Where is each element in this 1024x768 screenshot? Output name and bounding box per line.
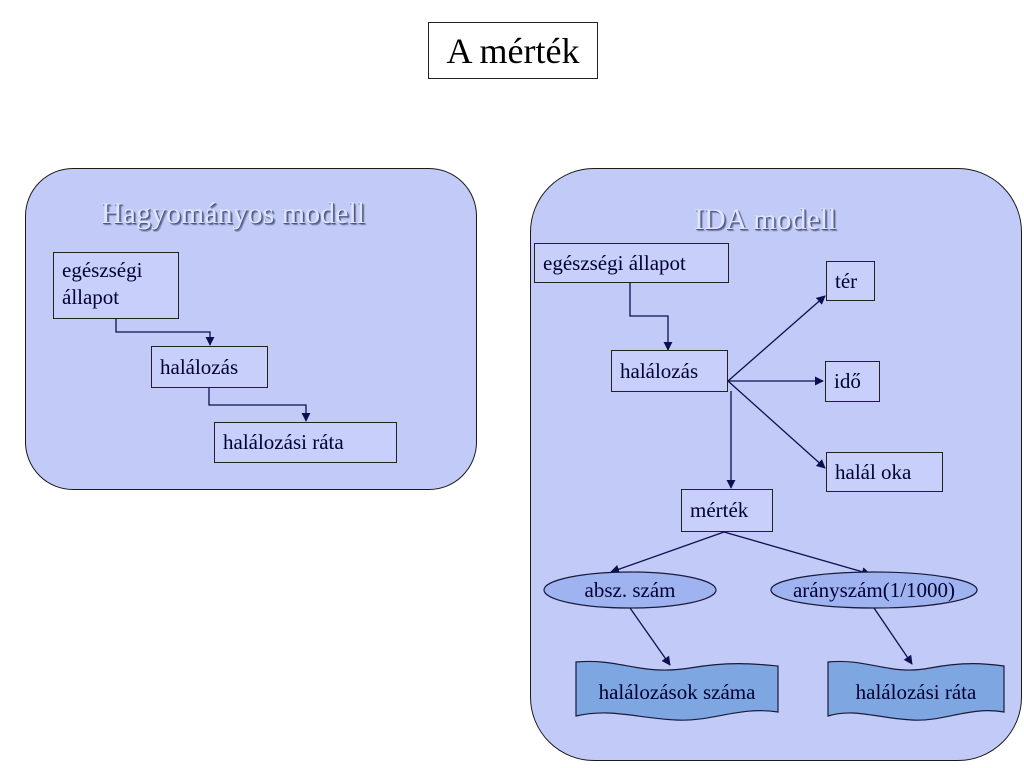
node-measure: mérték xyxy=(681,489,773,532)
node-space-label: tér xyxy=(835,268,858,293)
arrow-mortality-to-cause xyxy=(727,380,826,469)
arrow-mortality-to-space xyxy=(727,295,826,382)
arrow-absolute-to-count xyxy=(629,607,671,666)
node-mortality-right-label: halálozás xyxy=(620,358,699,383)
node-mortality-left-label: halálozás xyxy=(160,354,239,379)
arrow-measure-to-absolute xyxy=(610,531,725,574)
node-mortality-right: halálozás xyxy=(611,350,728,392)
node-mortality-left: halálozás xyxy=(151,346,268,388)
node-health-state-left-line2: állapot xyxy=(62,285,120,309)
node-time: idő xyxy=(825,361,880,402)
node-cause-of-death: halál oka xyxy=(826,452,943,492)
node-health-state-right: egészségi állapot xyxy=(534,243,729,283)
connector-health-to-mortality-left xyxy=(115,319,215,346)
ratio-label: arányszám(1/1000) xyxy=(792,577,956,602)
node-time-label: idő xyxy=(834,369,861,393)
node-mortality-rate-left-label: halálozási ráta xyxy=(223,430,344,454)
node-space: tér xyxy=(826,261,875,301)
arrow-ratio-to-rate xyxy=(873,607,913,665)
number-of-deaths-label: halálozások száma xyxy=(598,679,756,704)
node-measure-label: mérték xyxy=(690,498,749,522)
number-of-deaths-document xyxy=(575,660,779,721)
arrow-measure-to-ratio xyxy=(723,531,871,577)
node-mortality-rate-left: halálozási ráta xyxy=(214,422,397,463)
mortality-rate-right-label: halálozási ráta xyxy=(855,679,977,704)
node-health-state-right-label: egészségi állapot xyxy=(543,250,686,275)
node-health-state-left: egészségi állapot xyxy=(53,252,179,319)
connector-health-to-mortality-right xyxy=(629,281,673,351)
node-cause-of-death-label: halál oka xyxy=(835,459,912,484)
absolute-number-label: absz. szám xyxy=(584,577,676,602)
connector-mortality-to-rate-left xyxy=(208,388,311,422)
node-health-state-left-line1: egészségi xyxy=(62,258,143,282)
traditional-model-title: Hagyományos modell xyxy=(101,197,366,230)
slide-title: A mérték xyxy=(428,22,598,79)
ida-model-title: IDA modell xyxy=(694,203,837,236)
mortality-rate-document xyxy=(827,660,1005,721)
